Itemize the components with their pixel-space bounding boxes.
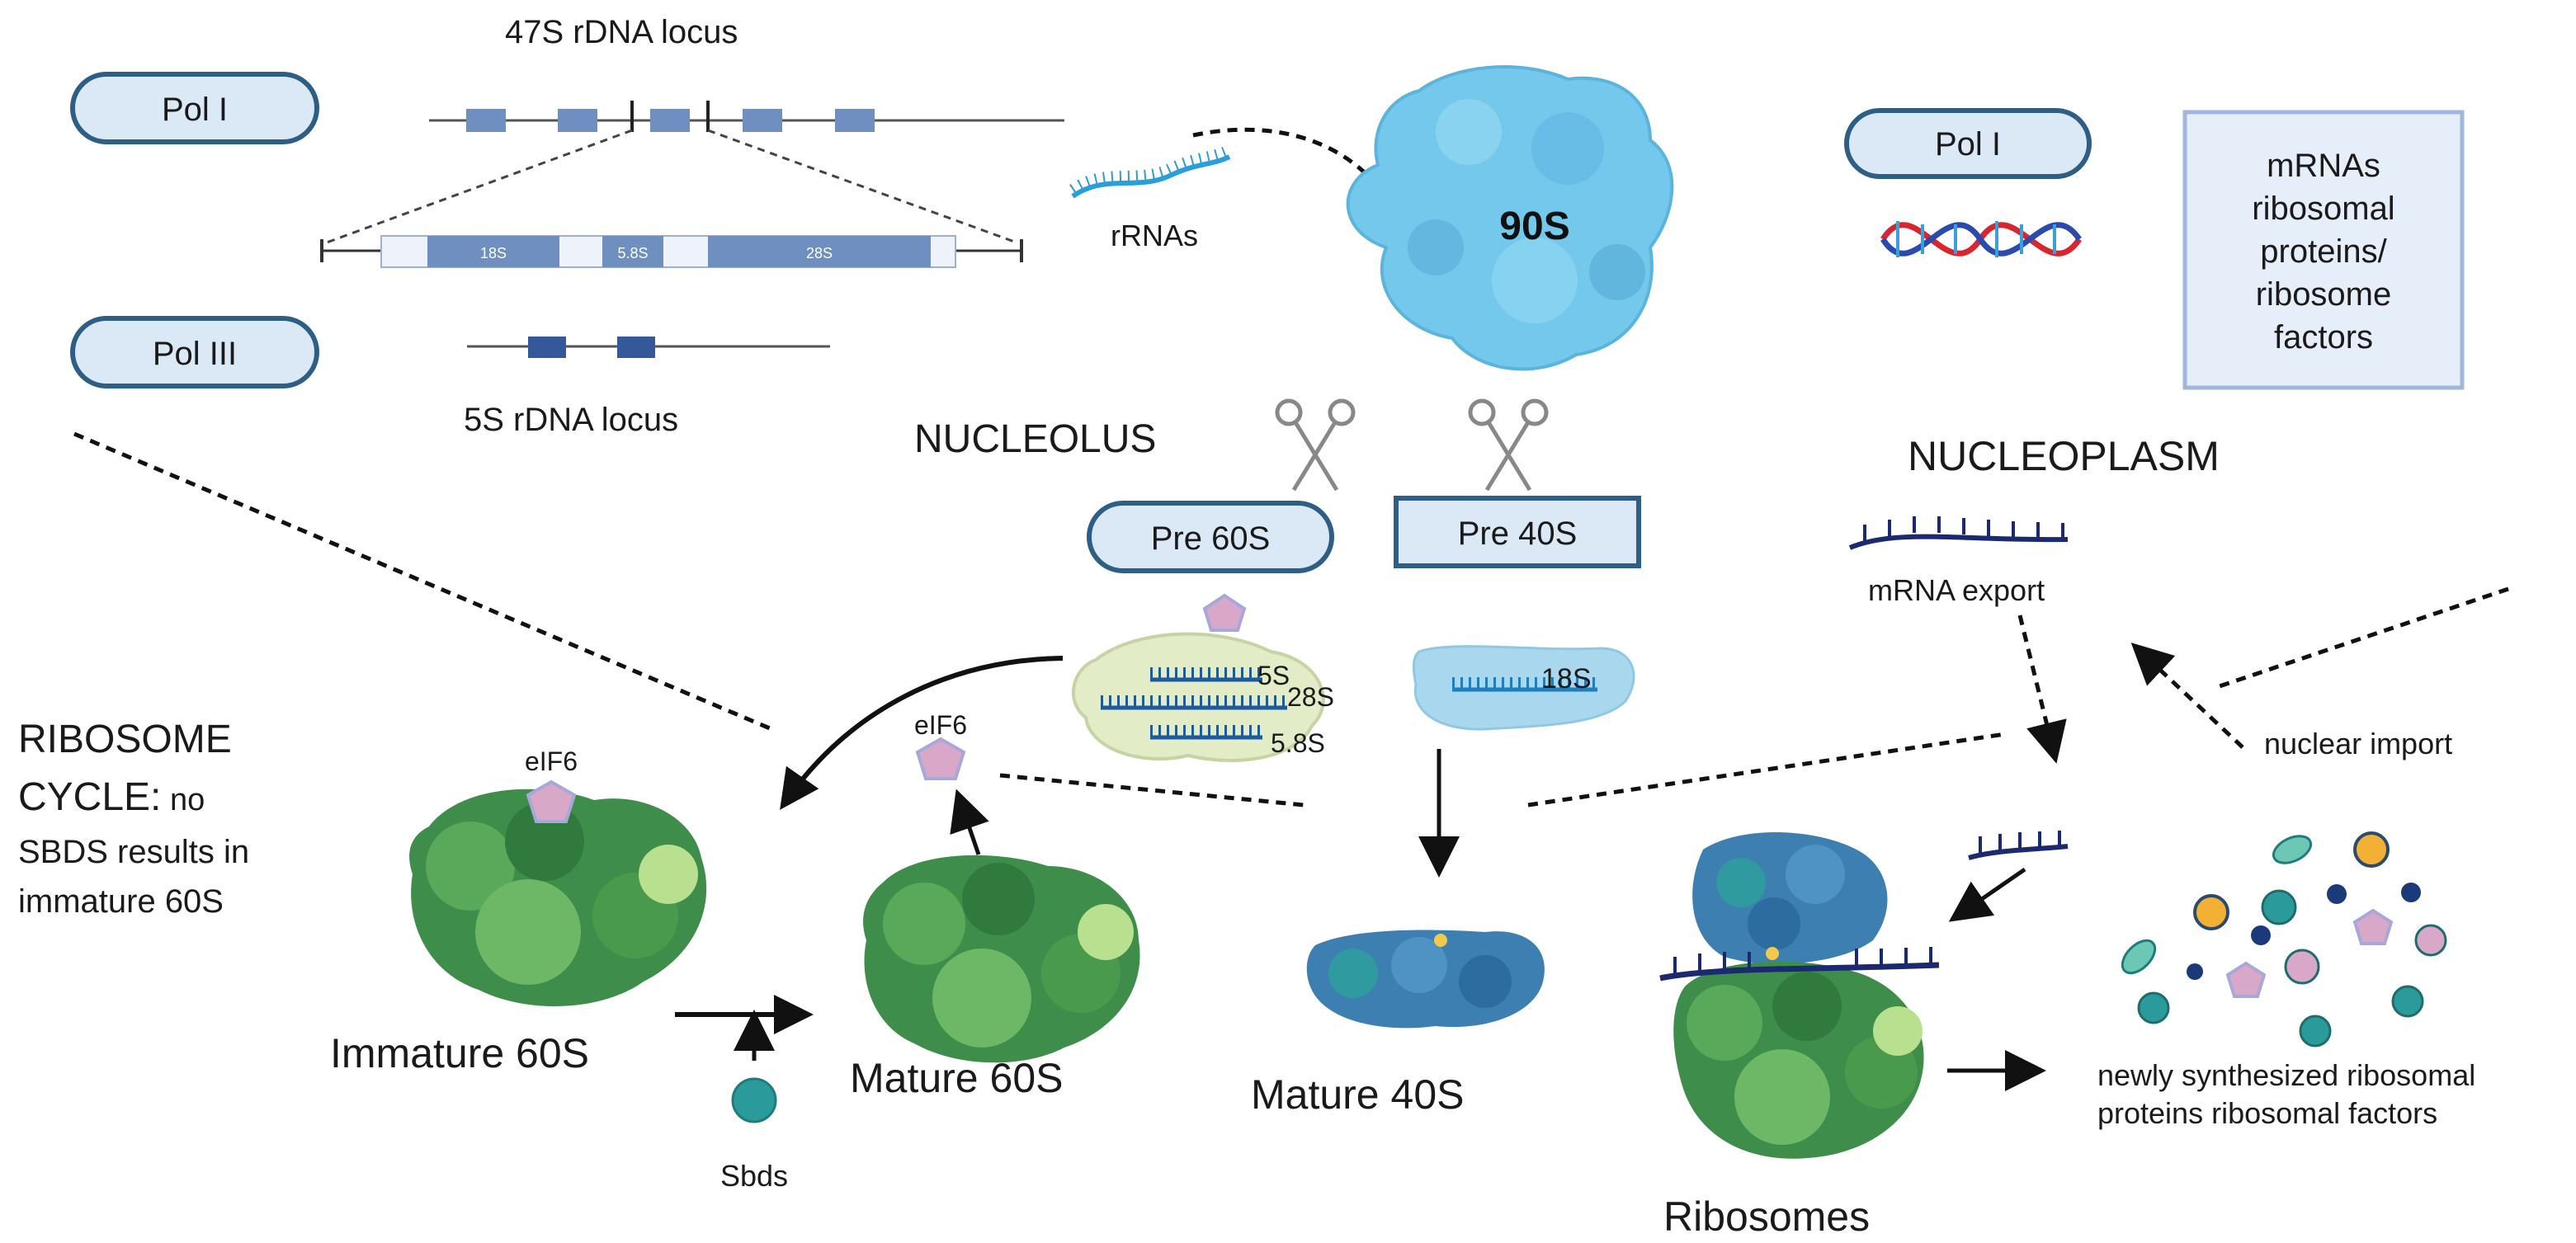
p60-28s-label: 28S — [1287, 682, 1334, 712]
rdna47-label: 47S rDNA locus — [505, 14, 738, 50]
nucleoplasm-label: NUCLEOPLASM — [1908, 433, 2220, 479]
cycle-line1: RIBOSOME — [18, 718, 232, 761]
nuclear-import-arrow — [2130, 643, 2244, 749]
mrna-to-ribosome-arrow — [1948, 867, 2026, 922]
mrna-export-label: mRNA export — [1868, 573, 2045, 607]
mrna-export-strand — [1848, 516, 2069, 550]
ribosomes-label: Ribosomes — [1663, 1194, 1870, 1240]
mature40-particle — [1306, 930, 1545, 1029]
pre60-label: Pre 60S — [1151, 520, 1271, 557]
s18-label: 18S — [480, 245, 507, 261]
rdna47-locus — [326, 101, 1064, 244]
pre60-to-immature-arrow — [780, 656, 1064, 810]
box-line5: factors — [2274, 319, 2373, 355]
pre40-rrna-cloud — [1412, 645, 1635, 731]
s58-label: 5.8S — [617, 245, 648, 261]
immature60-particle — [409, 779, 707, 1007]
eif6-icon-pre60 — [1202, 593, 1247, 632]
scissors-icon-right — [1468, 398, 1549, 492]
newly-line1: newly synthesized ribosomal — [2097, 1058, 2475, 1092]
pol1-right-pill: Pol I — [1844, 108, 2092, 179]
dna-helix-icon — [1880, 221, 2082, 257]
rdna5-locus — [467, 337, 830, 358]
sbds-label: Sbds — [720, 1159, 788, 1193]
sbds-icon — [731, 1077, 777, 1123]
mature40-label: Mature 40S — [1251, 1071, 1464, 1118]
mature60-particle — [863, 855, 1140, 1063]
box-line2: ribosomal — [2252, 191, 2394, 227]
mature60-label: Mature 60S — [850, 1055, 1063, 1101]
mrna-export-arrow — [2017, 614, 2067, 764]
eif6-left-label: eIF6 — [525, 746, 578, 776]
box-line1: mRNAs — [2267, 148, 2380, 184]
rdna47-expanded: 18S 5.8S 28S — [320, 235, 1023, 268]
pol3-label: Pol III — [153, 336, 237, 372]
assembled-ribosome — [1659, 831, 1940, 1159]
cycle-line3: SBDS results in — [18, 834, 249, 870]
scissors-icon-left — [1275, 398, 1356, 492]
eif6-icon-mature — [915, 737, 966, 780]
pre60-rrna-cloud — [1072, 593, 1325, 762]
rrna-strand — [1069, 144, 1233, 199]
nucleolus-label: NUCLEOLUS — [914, 417, 1156, 461]
eif6-right-label: eIF6 — [914, 710, 967, 740]
pre40-box: Pre 40S — [1394, 496, 1641, 568]
box-line4: ribosome — [2256, 276, 2392, 313]
protein-particles — [2121, 831, 2447, 1048]
eif6-icon-immature — [526, 779, 577, 823]
right-dashed-connector — [1527, 732, 2006, 807]
90s-particle — [1346, 65, 1674, 371]
mature60-release-arrow — [950, 789, 989, 855]
pre40-label: Pre 40S — [1458, 516, 1578, 552]
nuclear-import-label: nuclear import — [2264, 727, 2452, 760]
pol1-right-label: Pol I — [1935, 126, 2001, 162]
left-dashed-connector — [73, 431, 776, 733]
incoming-mrna-strand — [1968, 831, 2069, 860]
pol1-left-label: Pol I — [162, 92, 228, 128]
p40-18s-label: 18S — [1541, 663, 1592, 694]
cycle-line4: immature 60S — [18, 883, 224, 920]
cycle-line2a: CYCLE: — [18, 775, 161, 819]
p60-58s-label: 5.8S — [1271, 728, 1325, 758]
cycle-line2b: no — [161, 783, 205, 817]
pre60-pill: Pre 60S — [1087, 501, 1334, 573]
90s-label: 90S — [1499, 205, 1569, 248]
box-line3: proteins/ — [2260, 233, 2387, 270]
rrnas-label: rRNAs — [1111, 219, 1198, 252]
right-edge-dashed — [2219, 586, 2509, 689]
cycle-line2: CYCLE: no — [18, 775, 205, 819]
rdna5-label: 5S rDNA locus — [464, 402, 678, 438]
newly-line2: proteins ribosomal factors — [2097, 1096, 2437, 1130]
import-box: mRNAs ribosomal proteins/ ribosome facto… — [2182, 110, 2465, 390]
s28-label: 28S — [806, 245, 833, 261]
p60-5s-label: 5S — [1257, 661, 1290, 690]
immature60-label: Immature 60S — [330, 1030, 589, 1076]
pol3-pill: Pol III — [70, 316, 319, 388]
center-dashed-connector — [999, 773, 1305, 807]
pol1-left-pill: Pol I — [70, 72, 319, 144]
